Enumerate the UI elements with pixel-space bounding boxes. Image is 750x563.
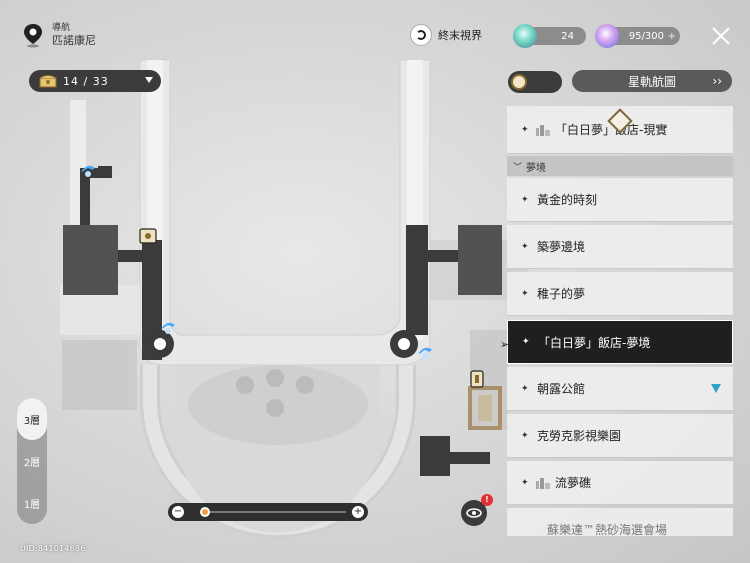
eye-icon (466, 508, 482, 518)
trailblaze-power-icon (595, 24, 619, 48)
building-icon (536, 477, 550, 489)
location-pin-icon (24, 24, 42, 48)
list-item[interactable]: ✦ 克勞克影視樂園 (507, 414, 733, 458)
toggle-knob (511, 74, 527, 90)
navigation-header: 導航 匹諾康尼 (22, 22, 96, 48)
star-rail-map-button[interactable]: 星軌航圖 ›› (572, 70, 732, 92)
zoom-in-button[interactable]: + (352, 506, 364, 518)
treasure-chest-icon (39, 75, 57, 88)
puzzle-marker-icon[interactable] (138, 225, 160, 245)
zoom-out-button[interactable]: − (172, 506, 184, 518)
alert-badge: ! (481, 494, 493, 506)
space-anchor-icon[interactable] (78, 162, 98, 180)
list-item[interactable]: ✦ 稚子的夢 (507, 272, 733, 316)
list-item-label: 流夢礁 (555, 476, 592, 490)
close-icon[interactable] (709, 24, 733, 48)
zoom-handle[interactable] (199, 507, 210, 517)
nav-title: 導航 (52, 23, 71, 33)
list-item-label: 稚子的夢 (537, 287, 586, 301)
section-label: 夢境 (526, 162, 547, 174)
chest-count: 14 / 33 (63, 74, 109, 88)
list-item-current[interactable]: ✦ 「白日夢」飯店-夢境 (507, 320, 733, 364)
terminus-label: 終末視界 (438, 29, 482, 42)
stellar-jade-value: 24 (561, 30, 574, 42)
map-filter-toggle[interactable] (508, 71, 562, 93)
terminus-button[interactable]: 終末視界 (410, 24, 482, 46)
bullet-icon: ✦ (521, 124, 529, 135)
region-name: 匹諾康尼 (52, 34, 96, 47)
floor-2-button[interactable]: 2層 (23, 457, 41, 469)
floor-selector: 3層 2層 1層 (17, 398, 47, 524)
bullet-icon: ✦ (522, 337, 530, 347)
section-header-dreamscape[interactable]: ﹀ 夢境 (507, 156, 733, 176)
trailblaze-power-counter[interactable]: 95/300 + (595, 24, 680, 48)
location-list[interactable]: ✦ 「白日夢」飯店-現實 ﹀ 夢境 ✦ 黃金的時刻 ✦ 築夢邊境 ✦ 稚子的夢 … (507, 106, 733, 536)
list-item[interactable]: ✦ 朝露公館 (507, 367, 733, 411)
list-item-label: 黃金的時刻 (537, 193, 598, 207)
list-item[interactable]: ✦ 築夢邊境 (507, 225, 733, 269)
bullet-icon: ✦ (521, 383, 529, 394)
bullet-icon: ✦ (521, 430, 529, 441)
star-rail-map-label: 星軌航圖 (627, 74, 676, 89)
bullet-icon: ✦ (521, 288, 529, 299)
list-item[interactable]: ✦ 蘇樂達™熱砂海選會場 (507, 508, 733, 536)
floor-1-button[interactable]: 1層 (23, 499, 41, 511)
list-item[interactable]: ✦ 流夢礁 (507, 461, 733, 505)
list-item[interactable]: ✦ 黃金的時刻 (507, 178, 733, 222)
bullet-icon: ✦ (521, 241, 529, 252)
list-item-label: 「白日夢」飯店-夢境 (538, 335, 651, 350)
chevron-down-icon: ﹀ (513, 162, 523, 173)
space-anchor-icon[interactable] (158, 319, 178, 337)
list-item-label: 築夢邊境 (537, 240, 586, 254)
list-item-label: 「白日夢」飯店-現實 (555, 123, 668, 137)
bullet-icon: ✦ (521, 194, 529, 205)
user-id: UID:841014686 (20, 544, 86, 553)
list-item-label: 蘇樂達™熱砂海選會場 (547, 523, 668, 536)
space-anchor-icon[interactable] (415, 344, 435, 362)
chevron-down-icon (145, 77, 153, 83)
terminus-icon (410, 24, 432, 46)
current-location-arrow-icon: ➢ (500, 338, 510, 351)
mission-tracker-icon (711, 384, 721, 393)
add-power-icon[interactable]: + (667, 30, 676, 42)
bullet-icon: ✦ (521, 477, 529, 488)
stellar-jade-counter: 24 (513, 24, 586, 48)
building-icon (536, 124, 550, 136)
list-item-label: 克勞克影視樂園 (537, 429, 622, 443)
chevron-right-icon: ›› (712, 74, 722, 88)
list-item-label: 朝露公館 (537, 382, 586, 396)
zoom-slider[interactable]: − + (168, 503, 368, 521)
door-marker-icon[interactable] (469, 369, 487, 389)
treasure-chest-counter[interactable]: 14 / 33 (29, 70, 161, 92)
zoom-track[interactable] (199, 507, 346, 517)
floor-3-button[interactable]: 3層 (17, 398, 47, 440)
trailblaze-power-value: 95/300 (628, 30, 664, 42)
stellar-jade-icon (513, 24, 537, 48)
